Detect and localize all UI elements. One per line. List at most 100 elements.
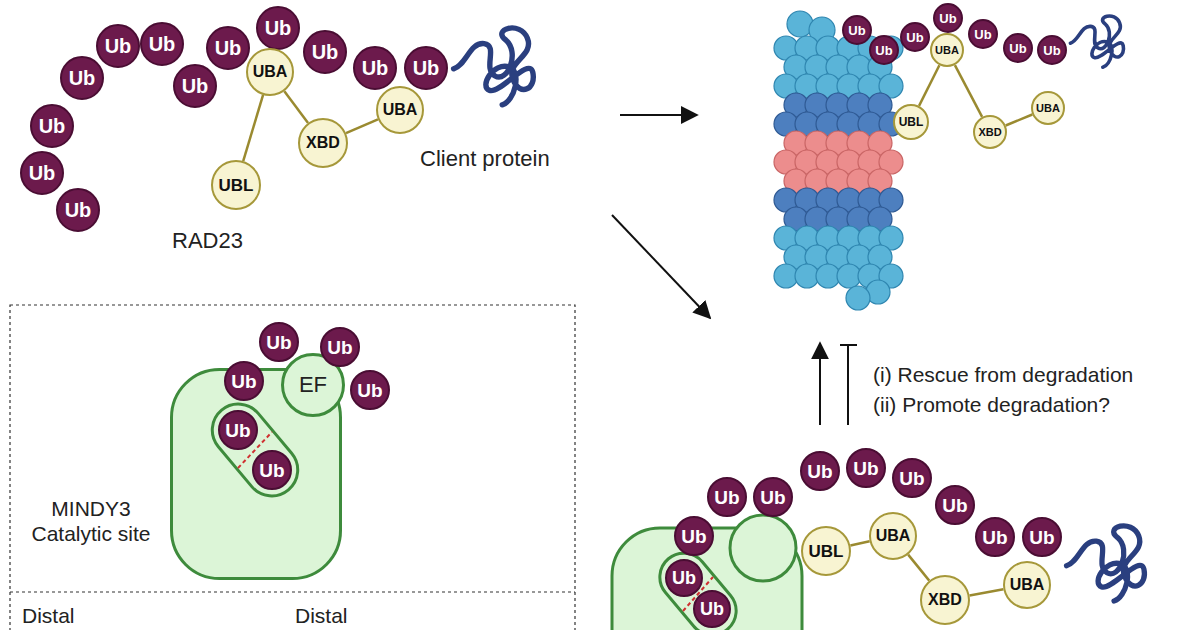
ubiquitin-label: Ub [357,381,382,400]
ubiquitin-label: Ub [266,333,291,352]
ubiquitin-label: Ub [906,31,923,44]
ubiquitin-circle: Ub [353,46,397,90]
linker-line [908,555,929,581]
domain-circle: UBL [893,104,929,140]
ubiquitin-circle: Ub [1003,33,1033,63]
ubiquitin-label: Ub [760,488,785,507]
domain-circle: XBD [973,115,1007,149]
ubiquitin-circle: Ub [892,458,932,498]
annotation-label: Client protein [420,146,550,171]
ubiquitin-circle: Ub [350,370,390,410]
ubiquitin-label: Ub [982,528,1007,547]
ubiquitin-label: Ub [225,421,250,440]
domain-label: UBA [1010,577,1045,593]
proteasome [774,11,903,310]
ubiquitin-circle: Ub [846,448,886,488]
annotation-label: (ii) Promote degradation? [873,393,1110,417]
ubiquitin-circle: Ub [869,35,899,65]
ubiquitin-circle: Ub [56,188,100,232]
ubiquitin-label: Ub [39,116,66,136]
domain-label: UBA [253,64,288,80]
ubiquitin-circle: Ub [968,19,998,49]
domain-circle: XBD [298,118,348,168]
ubiquitin-label: Ub [1029,528,1054,547]
domain-label: UBA [1036,103,1060,114]
ubiquitin-label: Ub [215,38,242,58]
annotation-label: (i) Rescue from degradation [873,363,1133,387]
linker-line [243,95,263,161]
ubiquitin-circle: Ub [665,559,703,597]
domain-circle: UBA [1031,91,1065,125]
ubiquitin-label: Ub [942,496,967,515]
linker-line [1006,114,1033,125]
linker-line [850,541,869,545]
ubiquitin-circle: Ub [60,56,104,100]
domain-circle: XBD [920,575,970,625]
ubiquitin-circle: Ub [753,477,793,517]
ubiquitin-label: Ub [265,18,292,38]
linker-line [919,65,939,106]
ubiquitin-label: Ub [672,569,696,587]
client-protein [1070,16,1123,67]
domain-circle: UBL [211,160,261,210]
inset-frame [10,305,575,630]
ubiquitin-circle: Ub [674,516,714,556]
domain-label: XBD [978,127,1001,138]
ubiquitin-circle: Ub [259,322,299,362]
ubiquitin-circle: Ub [800,451,840,491]
ubiquitin-circle: Ub [935,485,975,525]
ubiquitin-circle: Ub [256,6,300,50]
ubiquitin-circle: Ub [1022,517,1062,557]
inhibit-bar [840,344,857,346]
domain-label: UBA [935,45,959,56]
ubiquitin-label: Ub [362,58,389,78]
ubiquitin-circle: Ub [30,104,74,148]
ubiquitin-circle: Ub [20,151,64,195]
ubiquitin-label: Ub [700,600,724,618]
ubiquitin-label: Ub [1043,44,1060,57]
ubiquitin-label: Ub [327,338,352,357]
annotation-label: RAD23 [172,228,243,253]
linker-line [346,119,378,133]
ubiquitin-circle: Ub [206,26,250,70]
ubiquitin-label: Ub [312,42,339,62]
ubiquitin-label: Ub [875,44,892,57]
ef-domain [730,515,796,581]
domain-label: EF [299,374,327,396]
ubiquitin-label: Ub [899,469,924,488]
linker-line [970,589,1004,595]
ubiquitin-circle: Ub [975,517,1015,557]
ubiquitin-label: Ub [714,488,739,507]
ubiquitin-label: Ub [413,58,440,78]
mindy3-catalytic-box: MINDY3 Catalytic siteEFUbUb [170,368,342,580]
ubiquitin-label: Ub [105,36,132,56]
client-protein [454,28,534,105]
inset-divider [10,591,575,592]
domain-label: UBA [876,528,911,544]
ubiquitin-circle: Ub [224,361,264,401]
ubiquitin-circle: Ub [707,477,747,517]
domain-label: UBL [219,177,254,194]
ubiquitin-label: Ub [974,28,991,41]
linker-line [955,65,982,117]
ubiquitin-label: Ub [65,200,92,220]
proteasome-subunit [846,286,870,310]
ubiquitin-circle: Ub [218,410,258,450]
process-arrow [612,215,710,318]
ubiquitin-label: Ub [231,372,256,391]
ubiquitin-label: Ub [848,24,865,37]
ubiquitin-circle: Ub [140,22,184,66]
domain-circle: UBA [930,33,964,67]
domain-label: UBL [899,116,924,128]
domain-label: UBA [383,102,418,118]
ubiquitin-circle: Ub [303,30,347,74]
ubiquitin-label: Ub [69,68,96,88]
process-arrow [620,114,697,116]
ubiquitin-label: Ub [853,459,878,478]
ubiquitin-label: Ub [681,527,706,546]
ubiquitin-circle: Ub [693,590,731,628]
ubiquitin-circle: Ub [404,46,448,90]
annotation-label: Distal [295,604,348,628]
protein-label: MINDY3 Catalytic site [20,496,162,546]
domain-circle: UBA [376,86,424,134]
